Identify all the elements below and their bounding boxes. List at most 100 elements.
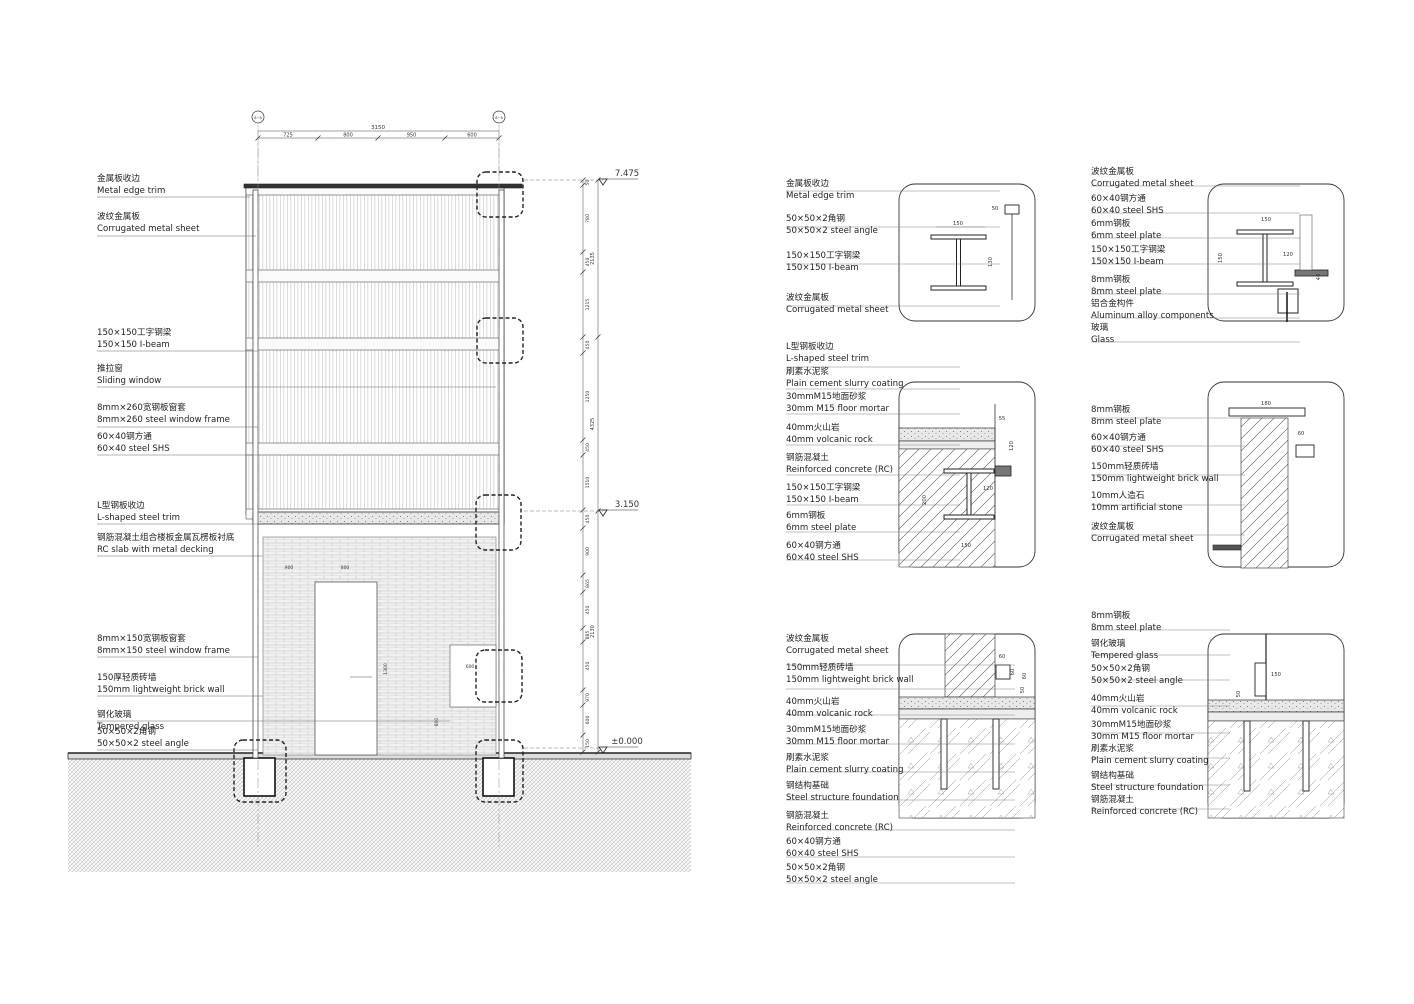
door-opening — [314, 581, 378, 756]
edge-trim — [1004, 204, 1020, 215]
anchor-bolt — [1302, 720, 1310, 792]
label-chinese: 50×50×2角钢 — [1091, 664, 1150, 674]
label-english: Reinforced concrete (RC) — [786, 823, 893, 834]
label-english: 60×40 steel SHS — [786, 553, 859, 564]
label-chinese: 150×150工字钢梁 — [786, 251, 861, 261]
label-english: Sliding window — [97, 376, 162, 387]
label-chinese: 50×50×2角钢 — [97, 727, 156, 737]
detail-dimension: 50 — [1236, 691, 1242, 698]
label-english: 40mm volcanic rock — [786, 435, 873, 446]
label-chinese: 波纹金属板 — [1091, 522, 1134, 532]
label-english: Plain cement slurry coating — [786, 765, 904, 776]
vertical-dimension: 450 — [585, 662, 591, 671]
detail-dimension: 150 — [1218, 253, 1224, 263]
label-english: 50×50×2 steel angle — [786, 226, 878, 237]
label-english: 30mm M15 floor mortar — [786, 404, 890, 415]
label-chinese: 波纹金属板 — [786, 293, 829, 303]
label-english: 150×150 I-beam — [1091, 257, 1164, 268]
label-english: RC slab with metal decking — [97, 545, 214, 556]
label-english: Steel structure foundation — [1091, 783, 1204, 794]
detail-dimension: 120 — [1009, 441, 1015, 451]
label-chinese: 钢化玻璃 — [97, 710, 132, 720]
segment-dimension: 950 — [407, 133, 417, 139]
label-english: 8mm×260 steel window frame — [97, 415, 230, 426]
label-english: 8mm×150 steel window frame — [97, 646, 230, 657]
axis-tag: 8~8 — [254, 116, 261, 120]
steel-plate — [1294, 269, 1329, 277]
segment-dimension: 600 — [467, 133, 477, 139]
label-chinese: 40mm火山岩 — [786, 423, 840, 433]
section-label: 150厚轻质砖墙 150mm lightweight brick wall — [97, 672, 225, 696]
label-english: Reinforced concrete (RC) — [786, 465, 893, 476]
dim-tick — [580, 334, 586, 340]
footing — [482, 757, 515, 797]
door-dimension: 800 — [341, 565, 350, 571]
roof-edge-trim — [243, 183, 523, 189]
label-chinese: 8mm钢板 — [1091, 611, 1131, 621]
detail-dimension: 55 — [999, 416, 1006, 422]
dim-tick — [580, 589, 586, 595]
dim-tick — [580, 749, 586, 755]
steel-angle — [1254, 662, 1267, 697]
total-dimension: 3150 — [371, 125, 385, 131]
label-english: Corrugated metal sheet — [786, 305, 889, 316]
label-chinese: 金属板收边 — [786, 179, 829, 189]
label-chinese: 150厚轻质砖墙 — [97, 673, 157, 683]
detail-callout-marker — [475, 739, 524, 803]
label-chinese: 波纹金属板 — [1091, 167, 1134, 177]
label-english: L-shaped steel trim — [786, 354, 870, 365]
dim-tick — [580, 687, 586, 693]
dim-tick — [580, 350, 586, 356]
detail-callout-marker — [475, 649, 523, 703]
label-chinese: 40mm火山岩 — [1091, 694, 1145, 704]
dim-tick — [375, 135, 381, 141]
label-chinese: 6mm钢板 — [1091, 219, 1131, 229]
steel-shs — [1295, 444, 1315, 458]
vertical-dimension: 885 — [585, 631, 591, 640]
label-english: 50×50×2 steel angle — [1091, 676, 1183, 687]
detail-dimension: 40 — [1316, 274, 1322, 281]
dim-tick — [595, 749, 601, 755]
label-english: 30mm M15 floor mortar — [786, 737, 890, 748]
label-english: 30mm M15 floor mortar — [1091, 732, 1195, 743]
door-dimension: 600 — [466, 664, 475, 670]
dim-tick — [580, 182, 586, 188]
detail-callout-marker — [233, 739, 287, 803]
dim-tick — [595, 177, 601, 183]
label-english: Plain cement slurry coating — [1091, 756, 1209, 767]
label-english: 50×50×2 steel angle — [97, 739, 189, 750]
detail-dimension: 150 — [953, 221, 963, 227]
label-english: 150mm lightweight brick wall — [97, 685, 225, 696]
label-chinese: 150mm轻质砖墙 — [1091, 462, 1159, 472]
label-chinese: 钢化玻璃 — [1091, 639, 1126, 649]
detail-dimension: 150 — [961, 543, 971, 549]
dim-tick — [580, 269, 586, 275]
detail-callout-marker — [476, 171, 524, 218]
label-english: 150mm lightweight brick wall — [1091, 474, 1219, 485]
vertical-dimension: 780 — [585, 214, 591, 223]
label-chinese: 刷素水泥浆 — [1091, 744, 1134, 754]
detail-dimension: 180 — [1261, 401, 1271, 407]
brick-wall — [1240, 417, 1289, 569]
detail-label: 150mm轻质砖墙 150mm lightweight brick wall — [1091, 461, 1219, 485]
